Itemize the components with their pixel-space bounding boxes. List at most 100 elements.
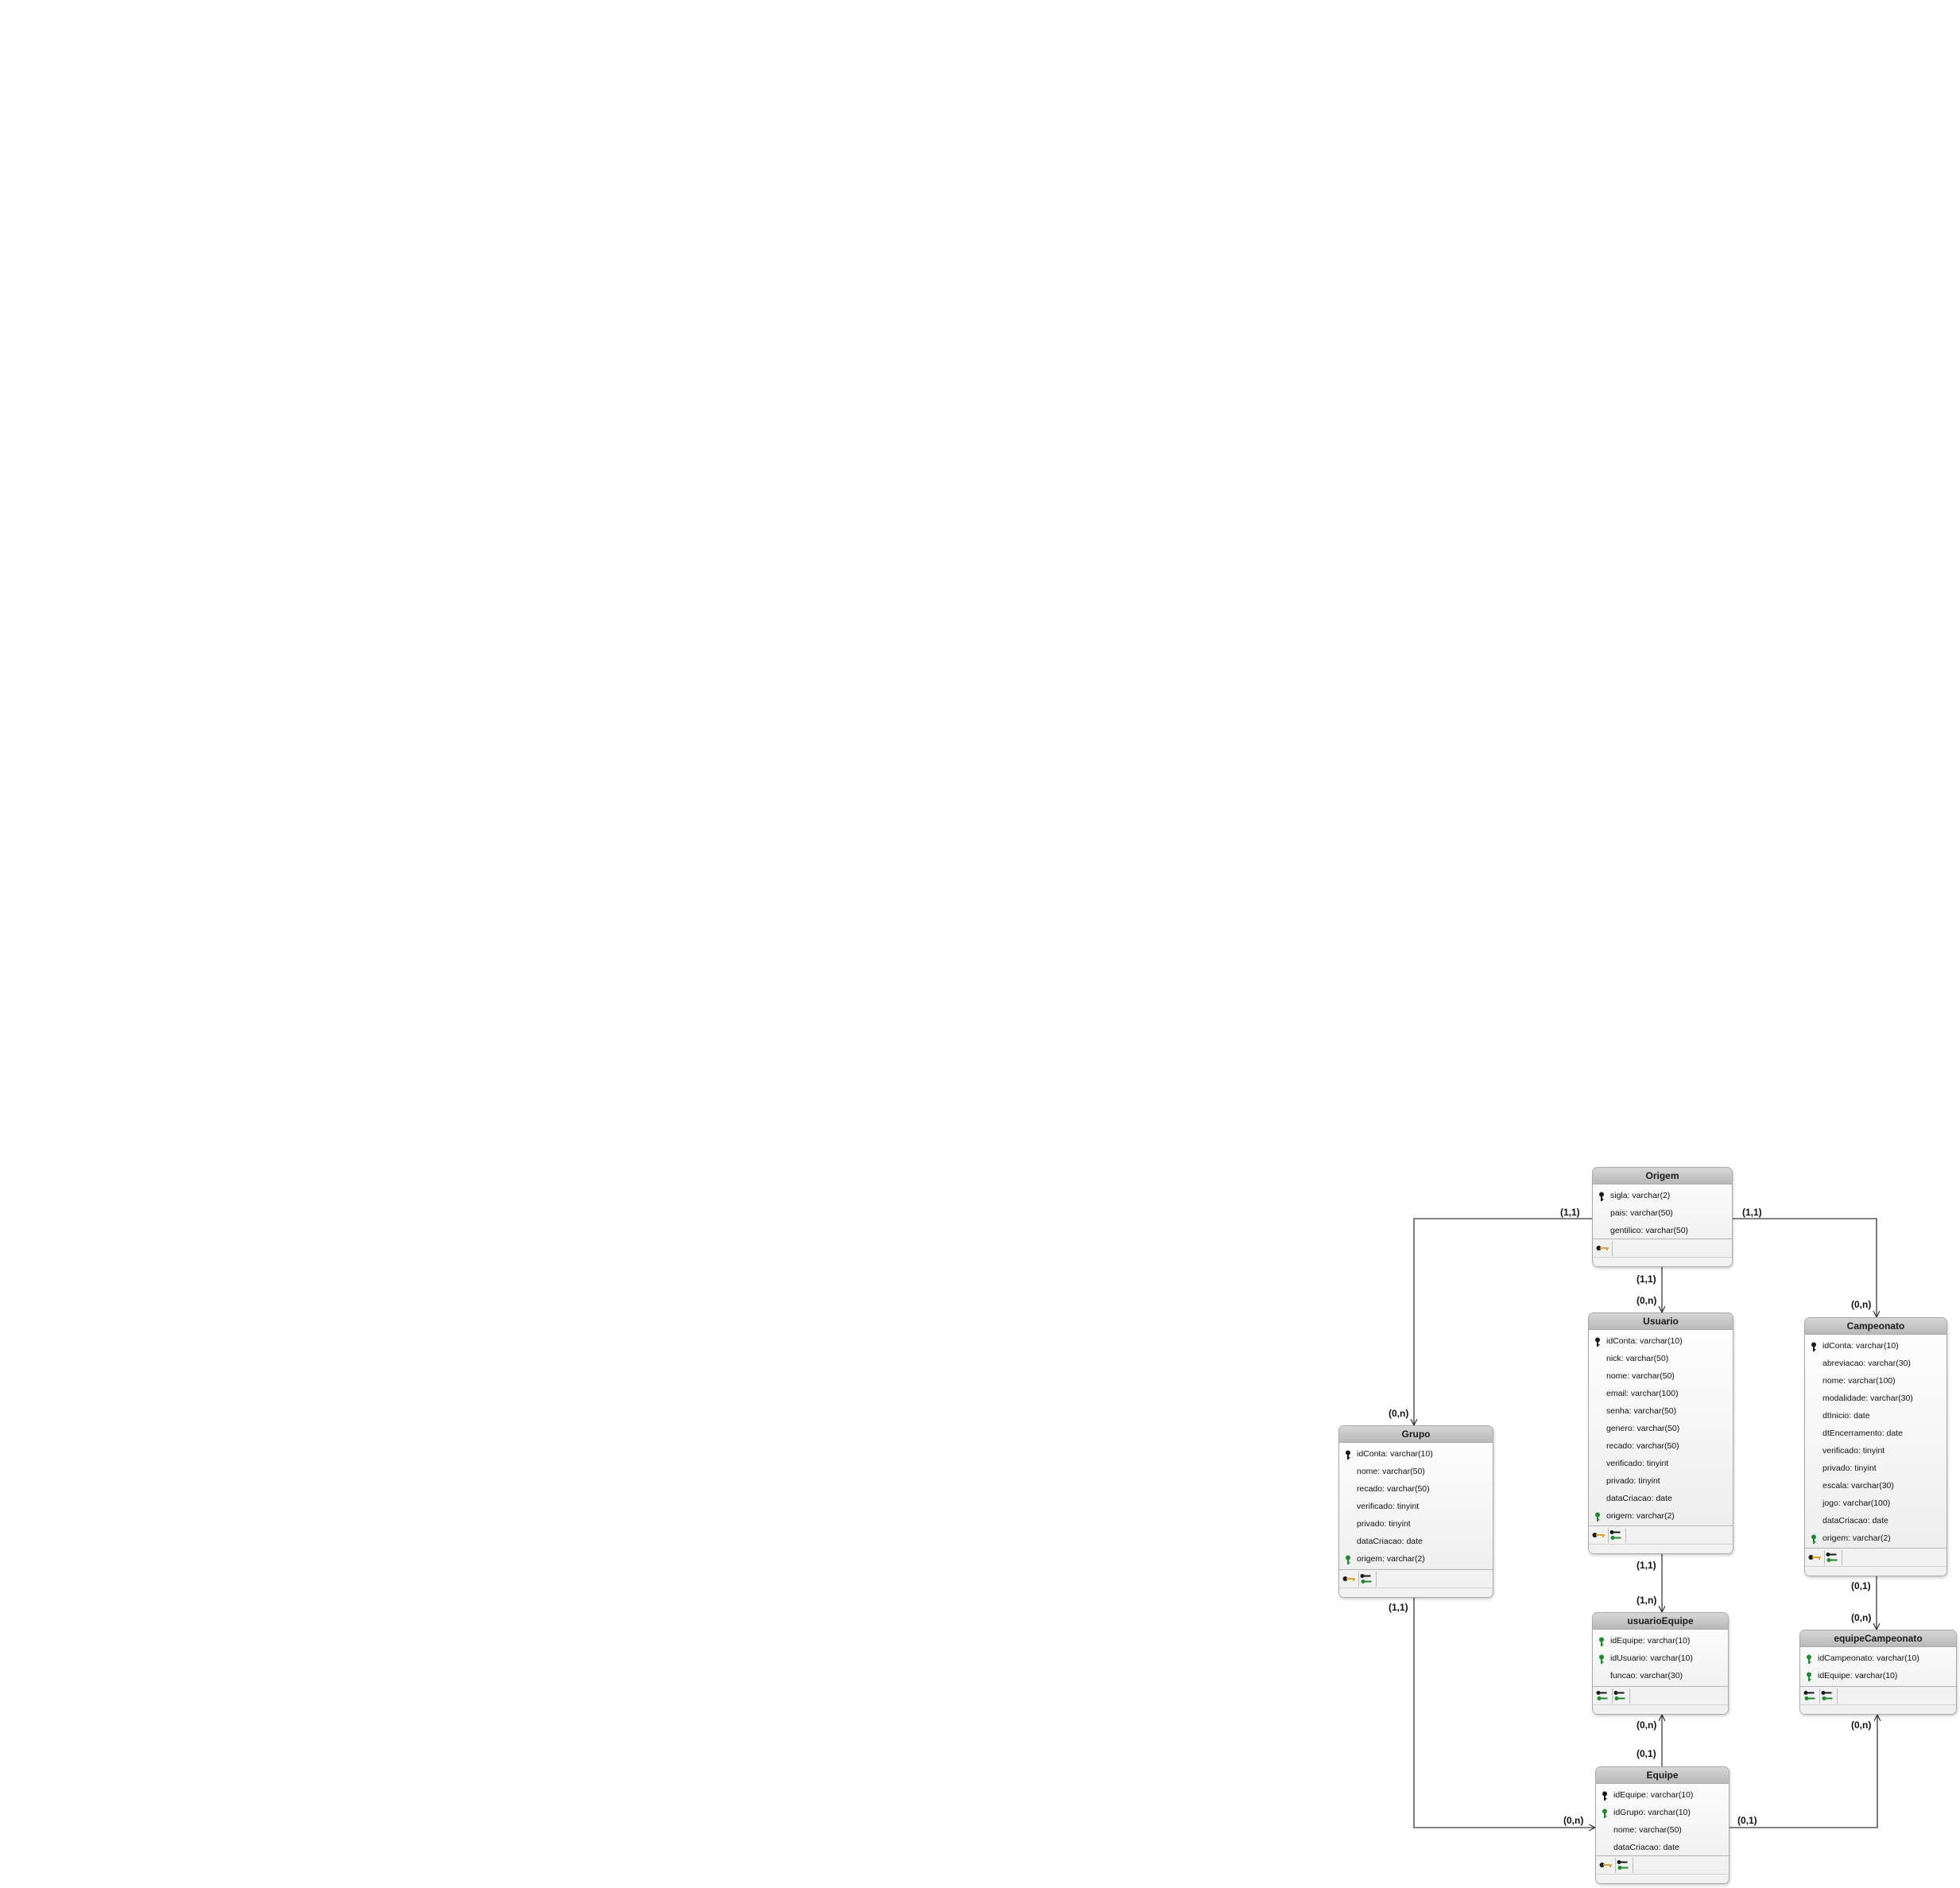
attribute-row[interactable]: dtEncerramento: date [1805,1425,1946,1442]
primary-key-icon [1601,1790,1609,1801]
foreign-key-index-icon [1609,1529,1624,1541]
entity-equipe[interactable]: Equipe idEquipe: varchar(10)idGrupo: varc… [1595,1766,1730,1884]
foreign-key-icon [1598,1636,1606,1646]
attribute-list: idEquipe: varchar(10)idUsuario: varchar(… [1593,1630,1728,1684]
attribute-row[interactable]: escala: varchar(30) [1805,1477,1946,1495]
attribute-row[interactable]: idEquipe: varchar(10) [1596,1786,1729,1804]
attribute-text: nome: varchar(50) [1613,1825,1682,1835]
entity-footer [1805,1548,1946,1576]
attribute-row[interactable]: verificado: tinyint [1589,1455,1733,1472]
attribute-text: dataCriacao: date [1613,1843,1679,1852]
attribute-row[interactable]: gentilico: varchar(50) [1593,1222,1732,1239]
entity-footer [1593,1239,1732,1266]
primary-key-index-icon [1592,1529,1606,1541]
attribute-list: idConta: varchar(10)nick: varchar(50) nom… [1589,1330,1733,1525]
attribute-row[interactable]: privado: tinyint [1589,1472,1733,1490]
attribute-row[interactable]: dataCriacao: date [1589,1490,1733,1507]
foreign-key-icon [1598,1653,1606,1664]
attribute-row[interactable]: pais: varchar(50) [1593,1204,1732,1222]
cardinality-label: (0,n) [1851,1299,1872,1310]
attribute-row[interactable]: recado: varchar(50) [1589,1437,1733,1455]
attribute-row[interactable]: abreviacao: varchar(30) [1805,1355,1946,1372]
attribute-row[interactable]: nome: varchar(50) [1339,1463,1493,1480]
attribute-row[interactable]: origem: varchar(2) [1339,1550,1493,1568]
primary-key-index-icon [1596,1243,1610,1254]
attribute-row[interactable]: privado: tinyint [1339,1515,1493,1533]
foreign-key-icon [1344,1554,1352,1564]
attribute-row[interactable]: dtInicio: date [1805,1407,1946,1425]
attribute-row[interactable]: idUsuario: varchar(10) [1593,1650,1728,1667]
attribute-row[interactable]: idConta: varchar(10) [1589,1332,1733,1350]
attribute-row[interactable]: nome: varchar(50) [1589,1367,1733,1385]
attribute-row[interactable]: origem: varchar(2) [1589,1507,1733,1525]
attribute-row[interactable]: jogo: varchar(100) [1805,1495,1946,1512]
cardinality-label: (1,1) [1389,1602,1408,1613]
grupo-to-equipe-connector[interactable] [1413,1598,1595,1828]
origem-to-grupo-connector[interactable] [1414,1218,1592,1425]
entity-campeonato[interactable]: Campeonato idConta: varchar(10)abreviacao… [1804,1317,1947,1576]
footer-separator [1615,1858,1616,1873]
cardinality-label: (0,n) [1563,1815,1584,1826]
attribute-row[interactable]: funcao: varchar(30) [1593,1667,1728,1684]
origem-to-campeonato-connector[interactable] [1733,1218,1877,1317]
attribute-row[interactable]: senha: varchar(50) [1589,1402,1733,1420]
entity-title: usuarioEquipe [1593,1613,1728,1630]
attribute-row[interactable]: genero: varchar(50) [1589,1420,1733,1437]
attribute-row[interactable]: nome: varchar(50) [1596,1821,1729,1839]
entity-footer [1596,1855,1729,1883]
entity-origem[interactable]: Origem sigla: varchar(2)pais: varchar(50)… [1592,1167,1733,1267]
attribute-text: genero: varchar(50) [1606,1424,1680,1433]
attribute-text: privado: tinyint [1606,1476,1660,1486]
attribute-row[interactable]: idConta: varchar(10) [1805,1337,1946,1355]
cardinality-label: (0,1) [1737,1815,1757,1826]
footer-separator [1612,1241,1613,1256]
footer-separator [1629,1688,1630,1704]
cardinality-label: (0,n) [1637,1295,1657,1306]
attribute-text: privado: tinyint [1357,1519,1411,1529]
attribute-row[interactable]: idCampeonato: varchar(10) [1800,1650,1956,1667]
attribute-row[interactable]: modalidade: varchar(30) [1805,1390,1946,1407]
attribute-row[interactable]: email: varchar(100) [1589,1385,1733,1402]
footer-separator [1358,1572,1359,1587]
attribute-text: dtInicio: date [1822,1411,1870,1421]
attribute-row[interactable]: privado: tinyint [1805,1460,1946,1477]
entity-title: Campeonato [1805,1318,1946,1335]
attribute-row[interactable]: idEquipe: varchar(10) [1593,1632,1728,1650]
attribute-text: nome: varchar(50) [1606,1371,1675,1381]
attribute-row[interactable]: origem: varchar(2) [1805,1529,1946,1547]
attribute-row[interactable]: sigla: varchar(2) [1593,1187,1732,1204]
attribute-row[interactable]: nome: varchar(100) [1805,1372,1946,1390]
attribute-text: senha: varchar(50) [1606,1406,1677,1416]
foreign-key-index-icon [1617,1859,1631,1871]
footer-separator [1608,1528,1609,1543]
attribute-row[interactable]: idGrupo: varchar(10) [1596,1804,1729,1821]
attribute-row[interactable]: dataCriacao: date [1339,1533,1493,1550]
attribute-text: jogo: varchar(100) [1822,1498,1891,1508]
foreign-key-index-icon [1821,1690,1835,1701]
cardinality-label: (0,n) [1389,1408,1409,1419]
entity-title: Equipe [1596,1767,1729,1784]
attribute-text: origem: varchar(2) [1357,1554,1425,1564]
attribute-row[interactable]: idEquipe: varchar(10) [1800,1667,1956,1684]
attribute-row[interactable]: idConta: varchar(10) [1339,1445,1493,1463]
attribute-text: verificado: tinyint [1357,1502,1420,1511]
attribute-row[interactable]: recado: varchar(50) [1339,1480,1493,1498]
equipe-to-equipecampeonato-connector[interactable] [1730,1715,1877,1828]
attribute-text: email: varchar(100) [1606,1389,1679,1398]
cardinality-label: (0,n) [1851,1612,1872,1623]
foreign-key-index-icon [1360,1573,1374,1584]
primary-key-icon [1598,1191,1606,1201]
attribute-row[interactable]: dataCriacao: date [1596,1839,1729,1856]
attribute-row[interactable]: dataCriacao: date [1805,1512,1946,1529]
attribute-row[interactable]: nick: varchar(50) [1589,1350,1733,1367]
entity-title: Origem [1593,1168,1732,1184]
attribute-text: verificado: tinyint [1606,1459,1669,1468]
attribute-row[interactable]: verificado: tinyint [1805,1442,1946,1460]
attribute-text: dataCriacao: date [1822,1516,1888,1526]
attribute-row[interactable]: verificado: tinyint [1339,1498,1493,1515]
